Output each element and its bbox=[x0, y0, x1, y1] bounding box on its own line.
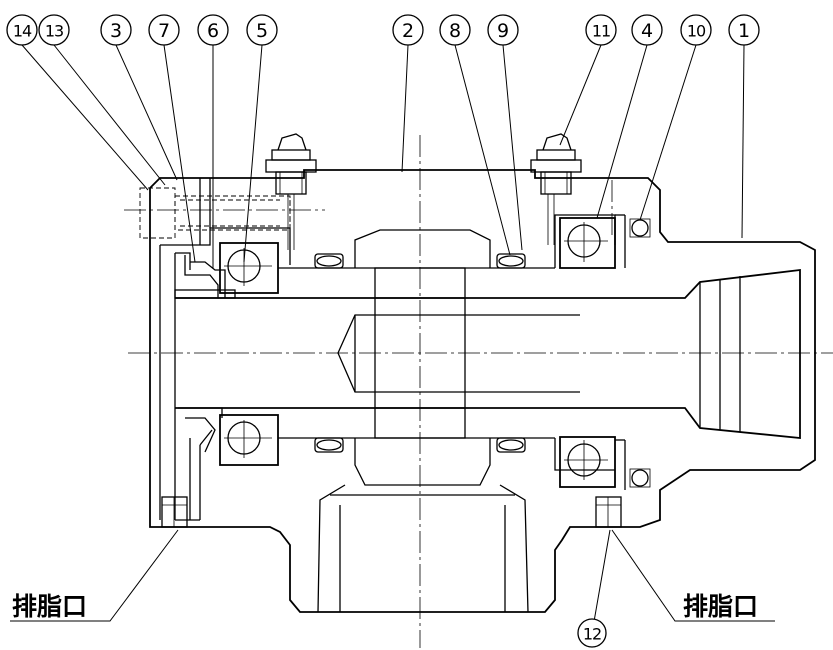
hub-body bbox=[317, 229, 529, 613]
bearings bbox=[219, 217, 616, 488]
part-number-3: 3 bbox=[110, 20, 122, 42]
part-number-13: 13 bbox=[45, 22, 63, 41]
part-bubble-7: 7 bbox=[148, 14, 180, 46]
drain-plugs bbox=[161, 496, 622, 528]
o-rings bbox=[314, 218, 651, 488]
part-bubble-10: 10 bbox=[680, 14, 712, 46]
part-number-10: 10 bbox=[687, 22, 706, 41]
center-lines bbox=[124, 135, 833, 648]
part-bubble-3: 3 bbox=[100, 14, 132, 46]
part-bubble-12: 12 bbox=[577, 618, 607, 648]
part-bubble-4: 4 bbox=[631, 14, 663, 46]
drain-label-right: 排脂口 bbox=[683, 592, 758, 621]
part-bubble-14: 14 bbox=[6, 14, 38, 46]
grease-nipples bbox=[265, 133, 582, 250]
drain-label-left: 排脂口 bbox=[12, 592, 87, 621]
part-bubble-13: 13 bbox=[38, 14, 70, 46]
part-number-14: 14 bbox=[13, 22, 32, 41]
hidden-bolt bbox=[139, 187, 291, 239]
part-bubble-5: 5 bbox=[246, 14, 278, 46]
seals bbox=[174, 255, 236, 453]
part-number-4: 4 bbox=[641, 20, 653, 42]
part-number-2: 2 bbox=[402, 20, 414, 42]
part-number-9: 9 bbox=[497, 20, 509, 42]
leader-lines bbox=[10, 44, 775, 634]
part-number-7: 7 bbox=[158, 20, 170, 42]
part-number-8: 8 bbox=[449, 20, 461, 42]
part-number-12: 12 bbox=[583, 625, 601, 644]
shaft bbox=[175, 267, 801, 439]
part-bubble-8: 8 bbox=[439, 14, 471, 46]
part-number-11: 11 bbox=[592, 22, 610, 41]
drain-label-right-group: 排脂口 bbox=[683, 592, 758, 621]
part-bubble-6: 6 bbox=[197, 14, 229, 46]
part-number-6: 6 bbox=[207, 20, 219, 42]
part-bubble-2: 2 bbox=[392, 14, 424, 46]
part-number-5: 5 bbox=[256, 20, 268, 42]
part-bubble-9: 9 bbox=[487, 14, 519, 46]
part-number-1: 1 bbox=[738, 20, 750, 42]
part-bubble-1: 1 bbox=[728, 14, 760, 46]
drain-label-left-group: 排脂口 bbox=[12, 592, 87, 621]
part-bubble-11: 11 bbox=[585, 14, 617, 46]
